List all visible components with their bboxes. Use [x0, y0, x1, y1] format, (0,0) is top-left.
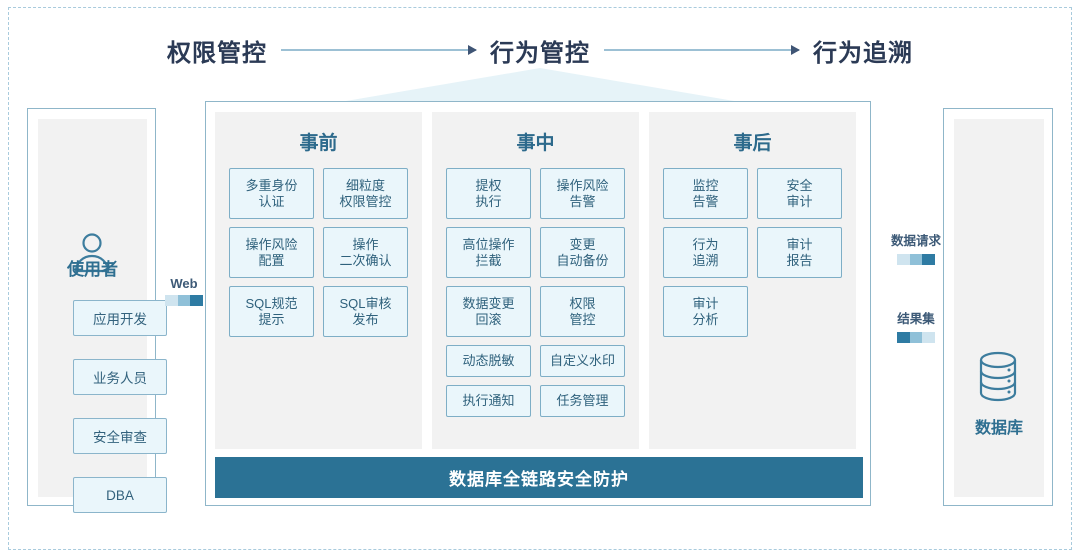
users-panel: 使用者 应用开发 业务人员 安全审查 DBA — [27, 108, 167, 513]
gradient-bar-right-icon — [165, 295, 204, 306]
feature-card[interactable]: 变更自动备份 — [540, 227, 625, 278]
feature-card[interactable]: 任务管理 — [540, 385, 625, 417]
feature-card[interactable]: 自定义水印 — [540, 345, 625, 377]
arrow-right-icon — [281, 44, 477, 56]
feature-card[interactable]: SQL审核发布 — [323, 286, 408, 337]
feature-card[interactable]: 审计报告 — [757, 227, 842, 278]
user-role-chip-1[interactable]: 应用开发 — [73, 300, 167, 336]
feature-card[interactable]: SQL规范提示 — [229, 286, 314, 337]
gradient-bar-left-icon — [897, 332, 936, 343]
column-during-title: 事中 — [516, 133, 555, 154]
arrow-right-icon — [604, 44, 800, 56]
feature-card[interactable]: 多重身份认证 — [229, 168, 314, 219]
database-panel-background — [954, 119, 1044, 497]
column-post-title: 事后 — [733, 133, 772, 154]
bottom-banner: 数据库全链路安全防护 — [215, 457, 863, 498]
gradient-bar-right-icon — [897, 254, 936, 265]
column-pre: 事前 多重身份认证 细粒度权限管控 操作风险配置 操作二次确认 SQL规范提示 … — [215, 112, 422, 449]
web-connector-label: Web — [170, 276, 198, 291]
feature-card[interactable]: 审计分析 — [663, 286, 748, 337]
flow-header: 权限管控 行为管控 行为追溯 — [160, 28, 920, 72]
outer-dashed-frame — [8, 7, 1072, 550]
feature-card[interactable]: 权限管控 — [540, 286, 625, 337]
feature-card[interactable]: 监控告警 — [663, 168, 748, 219]
person-icon — [69, 231, 115, 282]
database-cylinder-icon — [973, 349, 1023, 410]
column-during: 事中 提权执行 操作风险告警 高位操作拦截 变更自动备份 数据变更回滚 权限管控… — [432, 112, 639, 449]
feature-card[interactable]: 执行通知 — [446, 385, 531, 417]
feature-card[interactable]: 安全审计 — [757, 168, 842, 219]
feature-card[interactable]: 数据变更回滚 — [446, 286, 531, 337]
feature-card[interactable]: 高位操作拦截 — [446, 227, 531, 278]
column-pre-cards: 多重身份认证 细粒度权限管控 操作风险配置 操作二次确认 SQL规范提示 SQL… — [229, 168, 408, 337]
feature-card[interactable]: 细粒度权限管控 — [323, 168, 408, 219]
feature-card[interactable]: 动态脱敏 — [446, 345, 531, 377]
column-pre-title: 事前 — [299, 133, 338, 154]
flow-step-2-label: 行为管控 — [490, 39, 590, 67]
feature-card[interactable]: 行为追溯 — [663, 227, 748, 278]
database-title: 数据库 — [974, 420, 1023, 437]
data-request-connector: 数据请求 — [876, 230, 956, 265]
result-set-label: 结果集 — [897, 312, 935, 326]
feature-card[interactable]: 操作二次确认 — [323, 227, 408, 278]
user-role-chip-2[interactable]: 业务人员 — [73, 359, 167, 395]
flow-step-3-label: 行为追溯 — [813, 39, 913, 67]
flow-step-1-label: 权限管控 — [167, 39, 267, 67]
feature-card[interactable]: 提权执行 — [446, 168, 531, 219]
result-set-connector: 结果集 — [876, 308, 956, 343]
web-connector: Web — [163, 276, 205, 306]
column-post-cards: 监控告警 安全审计 行为追溯 审计报告 审计分析 — [663, 168, 842, 337]
database-panel: 数据库 — [943, 108, 1053, 506]
users-title: 使用者 — [67, 260, 118, 279]
lifecycle-panel: 事前 多重身份认证 细粒度权限管控 操作风险配置 操作二次确认 SQL规范提示 … — [205, 101, 871, 506]
column-post: 事后 监控告警 安全审计 行为追溯 审计报告 审计分析 — [649, 112, 856, 449]
feature-card[interactable]: 操作风险配置 — [229, 227, 314, 278]
user-role-chip-4[interactable]: DBA — [73, 477, 167, 513]
column-during-cards: 提权执行 操作风险告警 高位操作拦截 变更自动备份 数据变更回滚 权限管控 动态… — [446, 168, 625, 417]
feature-card[interactable]: 操作风险告警 — [540, 168, 625, 219]
data-request-label: 数据请求 — [890, 234, 941, 248]
user-role-chip-3[interactable]: 安全审查 — [73, 418, 167, 454]
